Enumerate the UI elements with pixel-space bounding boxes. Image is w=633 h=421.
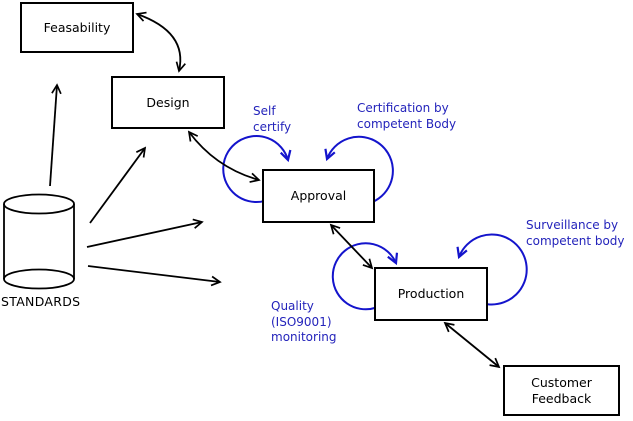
database-cylinder-icon [3,193,75,290]
arrow-standards-design [89,146,147,224]
annotation-surveillance-by-competent-body: Surveillance by competent body [526,218,625,248]
arrow-design-approval [187,130,261,183]
arrow-approval-production [329,223,374,270]
node-production-label: Production [397,286,465,301]
standards-label: STANDARDS [1,294,81,309]
node-feasability: Feasability [20,2,134,53]
node-approval-label: Approval [290,188,347,203]
node-approval: Approval [262,169,375,223]
node-design: Design [111,76,225,129]
arrow-feasability-design [135,11,186,73]
node-customer-feedback: Customer Feedback [503,365,620,416]
annotation-certification-by-competent-body: Certification by competent Body [357,101,457,131]
node-customer-feedback-label: Customer Feedback [531,374,592,406]
arrow-production-customer-feedback [443,321,501,369]
arrow-standards-production [87,265,222,287]
annotation-quality-iso9001-monitoring: Quality (ISO9001) monitoring [271,299,337,344]
node-design-label: Design [146,94,190,110]
node-feasability-label: Feasability [43,19,111,35]
arrow-standards-feasability [49,83,62,187]
node-production: Production [374,267,488,321]
arrow-standards-approval [86,218,204,248]
annotation-self-certify: Self certify [253,104,292,134]
